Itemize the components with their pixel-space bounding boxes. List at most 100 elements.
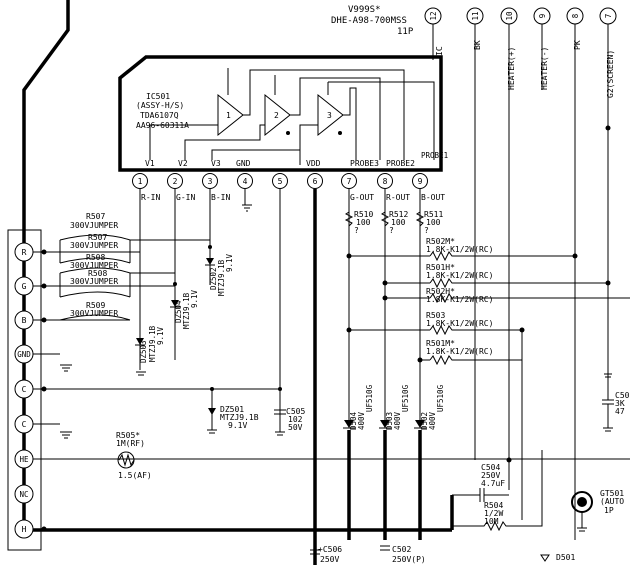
d503-val: 400V: [393, 411, 402, 430]
r502m-ref: R502M*: [426, 237, 455, 246]
d502-type: UF510G: [436, 384, 445, 412]
ic-pin-2: [167, 173, 183, 189]
left-pin-he-label: HE: [19, 455, 29, 464]
r502h-val: 1.8K-K1/2W(RC): [426, 295, 493, 304]
gt501-inner: [577, 497, 587, 507]
pin-leads: [139, 189, 281, 420]
top-pin-8-num: 8: [571, 13, 580, 18]
left-pin-r-label: R: [22, 248, 27, 257]
output-leads: [348, 189, 421, 420]
connector-signal-lines: [33, 251, 630, 460]
dz503-wire: [135, 344, 146, 376]
r510-q: ?: [354, 226, 359, 235]
zener-dz503: DZ503 MTZJ9.1B 9.1V: [135, 325, 165, 376]
cap-c504: C504 250V 4.7uF: [450, 463, 509, 530]
amp-2-label: 2: [274, 111, 279, 120]
amp-3-triangle: [317, 93, 344, 137]
gt501-ref: GT501: [600, 489, 624, 498]
resistor-network-wiring: [349, 250, 630, 366]
d502-symbol: [415, 420, 425, 428]
r508b-val: 300VJUMPER: [70, 277, 118, 286]
gt501-gnd: [577, 512, 587, 532]
ic-pins: 1 2 3 4 5 6 7 8 9: [132, 173, 428, 189]
top-pin-12-num: 12: [429, 11, 438, 20]
top-connector: 12 11 10 9 8 7 IC BK HEATER(+) HEATER(-)…: [424, 7, 617, 98]
ic-label-v3: V3: [211, 159, 221, 168]
c506-ref: +C506: [318, 545, 342, 554]
dz504-symbol: [171, 300, 179, 307]
r505-zigzag: [118, 453, 135, 467]
pin-fn-r-out: R-OUT: [386, 193, 410, 202]
pin-fn-r-in: R-IN: [141, 193, 160, 202]
top-pin-11-num: 11: [471, 11, 480, 20]
junction: [210, 387, 214, 391]
junction: [346, 327, 352, 333]
dz501-symbol: [208, 408, 216, 415]
dz502-v: 9.1V: [225, 253, 234, 272]
ic-part: TDA6107Q: [140, 111, 179, 120]
ic-internal-wiring: [149, 68, 435, 165]
r504-zigzag: [452, 450, 543, 532]
r511-zigzag: [415, 211, 425, 227]
ic-pin-2-num: 2: [173, 177, 178, 186]
cap-c505: C505 102 50V: [274, 389, 305, 436]
right-wiring: [521, 256, 576, 540]
r508b-ref: R508: [88, 269, 107, 278]
left-connector-body: [7, 229, 42, 551]
r511-q: ?: [424, 226, 429, 235]
dz501-ref: DZ501: [220, 405, 244, 414]
diode-d503: D503 400V UF510G: [379, 384, 410, 540]
label-dhe: DHE-A98-700MSS: [331, 16, 407, 26]
d504-val: 400V: [357, 411, 366, 430]
cap-c502: C502 250V(P): [380, 545, 426, 564]
zener-dz501: DZ501 MTZJ9.1B 9.1V: [207, 389, 259, 434]
amp-2-triangle: [264, 93, 291, 137]
r503-val: 1.8K-K1/2W(RC): [426, 319, 493, 328]
r507-ref: R507: [86, 212, 105, 221]
ic-pin-1-num: 1: [138, 177, 143, 186]
top-pin-7-num: 7: [604, 14, 613, 19]
left-pin-nc: [14, 484, 34, 504]
c506-val: 250V: [320, 555, 339, 564]
c50x-symbol: [602, 300, 614, 432]
d501-ref: D501: [556, 553, 575, 562]
r504-val: 1/2W: [484, 509, 503, 518]
dz501-v: 9.1V: [228, 421, 247, 430]
junction: [346, 253, 352, 259]
junction: [278, 387, 282, 391]
pin-fn-g-out: G-OUT: [350, 193, 374, 202]
dz504-ref: DZ504: [174, 300, 183, 323]
cap-c50x: C50 3K 47: [602, 300, 630, 432]
dz504-v: 9.1V: [190, 289, 199, 308]
ic-pin-7: [341, 173, 357, 189]
junction: [173, 282, 177, 286]
gt501-v: 1P: [604, 506, 614, 515]
c502-val: 250V(P): [392, 555, 426, 564]
r511-val: 100: [426, 218, 441, 227]
dz502-ref: DZ502: [209, 267, 218, 290]
label-v999s: V999S*: [348, 5, 381, 15]
gnd-symbol-pin4: [242, 204, 252, 212]
junction: [382, 280, 388, 286]
c506-symbol: [310, 549, 320, 555]
junction: [41, 386, 47, 392]
junction: [41, 249, 47, 255]
r511-ref: R511: [424, 210, 443, 219]
ic-ref: IC501: [146, 92, 170, 101]
zener-dz504: DZ504 MTZJ9.1B 9.1V: [170, 289, 199, 329]
dz501-val: MTZJ9.1B: [220, 413, 259, 422]
r501h-val: 1.8K-K1/2W(RC): [426, 271, 493, 280]
ic-pin-3: [202, 173, 218, 189]
amp-1-label: 1: [226, 111, 231, 120]
r503-ref: R503: [426, 311, 445, 320]
r510-zigzag: [344, 211, 354, 227]
ic-pin-9-num: 9: [418, 177, 423, 186]
r510-ref: R510: [354, 210, 373, 219]
left-connector: R G B GND C C HE NC H: [7, 229, 42, 551]
r512-val: 100: [391, 218, 406, 227]
ic-pin-6-num: 6: [313, 177, 318, 186]
ic-pin-5: [272, 173, 288, 189]
ic-pin-5-num: 5: [278, 177, 283, 186]
d502-val: 400V: [428, 411, 437, 430]
